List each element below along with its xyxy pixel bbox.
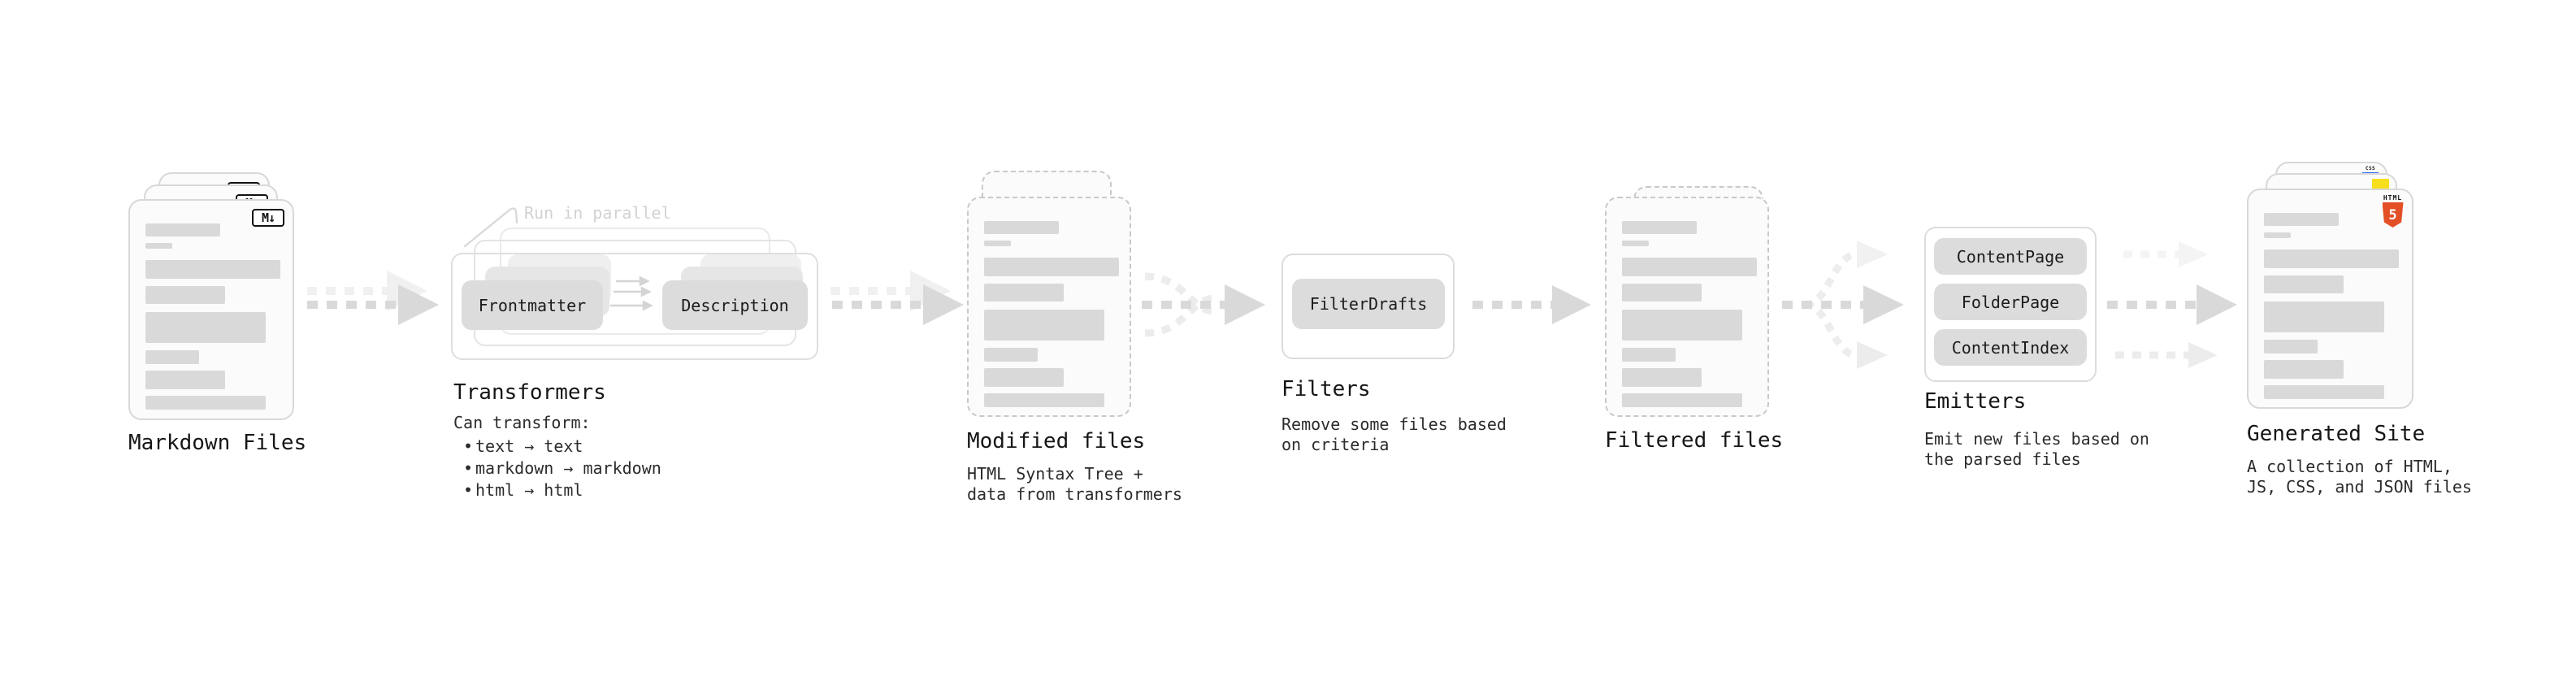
filtered-files-label: Filtered files xyxy=(1605,428,1784,453)
text-placeholder-bars xyxy=(145,223,280,410)
contentpage-chip: ContentPage xyxy=(1934,238,2087,275)
site-file-card-html: HTML 5 xyxy=(2247,189,2413,409)
bullet-dot: • xyxy=(463,458,474,478)
emitters-label: Emitters xyxy=(1924,389,2027,414)
filtered-file-card-front xyxy=(1605,197,1769,417)
text-placeholder-bars xyxy=(2264,213,2399,399)
bullet-item: • text → text xyxy=(463,436,661,458)
transformers-label: Transformers xyxy=(453,380,606,405)
description-chip: Description xyxy=(662,280,808,330)
contentindex-chip: ContentIndex xyxy=(1934,329,2087,366)
markdown-files-label: Markdown Files xyxy=(128,431,307,455)
filterdrafts-chip: FilterDrafts xyxy=(1292,279,1445,329)
html5-logo-icon: HTML 5 xyxy=(2382,194,2404,228)
bullet-item: • markdown → markdown xyxy=(463,458,661,479)
modified-file-card-front xyxy=(967,197,1131,417)
arrow-emitters-to-site xyxy=(2107,241,2237,368)
bullet-text: markdown → markdown xyxy=(475,458,661,478)
markdown-file-card-front: M↓ xyxy=(128,199,294,420)
transformers-bullet-list: • text → text • markdown → markdown • ht… xyxy=(453,436,661,501)
arrow-frontmatter-to-description xyxy=(610,275,653,311)
generated-site-label: Generated Site xyxy=(2247,422,2426,446)
bullet-item: • html → html xyxy=(463,479,661,501)
run-in-parallel-annotation: Run in parallel xyxy=(524,203,671,223)
filters-label: Filters xyxy=(1281,377,1371,401)
modified-files-label: Modified files xyxy=(967,429,1146,453)
frontmatter-chip: Frontmatter xyxy=(462,280,603,330)
arrow-filtered-to-emitters-split xyxy=(1782,241,1904,369)
modified-files-desc: HTML Syntax Tree + data from transformer… xyxy=(967,464,1182,504)
arrow-markdown-to-transformers xyxy=(307,271,439,325)
folderpage-chip: FolderPage xyxy=(1934,284,2087,320)
bullet-text: text → text xyxy=(475,436,583,456)
annotation-leader-line xyxy=(463,207,518,248)
filters-desc: Remove some files based on criteria xyxy=(1281,414,1507,454)
arrow-modified-to-filters-merge xyxy=(1142,272,1265,337)
arrow-transformers-to-modified xyxy=(830,271,964,325)
emitters-desc: Emit new files based on the parsed files xyxy=(1924,429,2149,469)
generated-site-desc: A collection of HTML, JS, CSS, and JSON … xyxy=(2247,457,2472,497)
transformers-desc-title: Can transform: xyxy=(453,413,591,432)
markdown-icon: M↓ xyxy=(252,209,284,227)
bullet-dot: • xyxy=(463,436,474,456)
transformers-frame-front xyxy=(451,253,818,360)
text-placeholder-bars xyxy=(1622,221,1757,407)
bullet-dot: • xyxy=(463,480,474,500)
arrow-filters-to-filtered xyxy=(1472,285,1591,324)
text-placeholder-bars xyxy=(984,221,1119,407)
bullet-text: html → html xyxy=(475,480,583,500)
